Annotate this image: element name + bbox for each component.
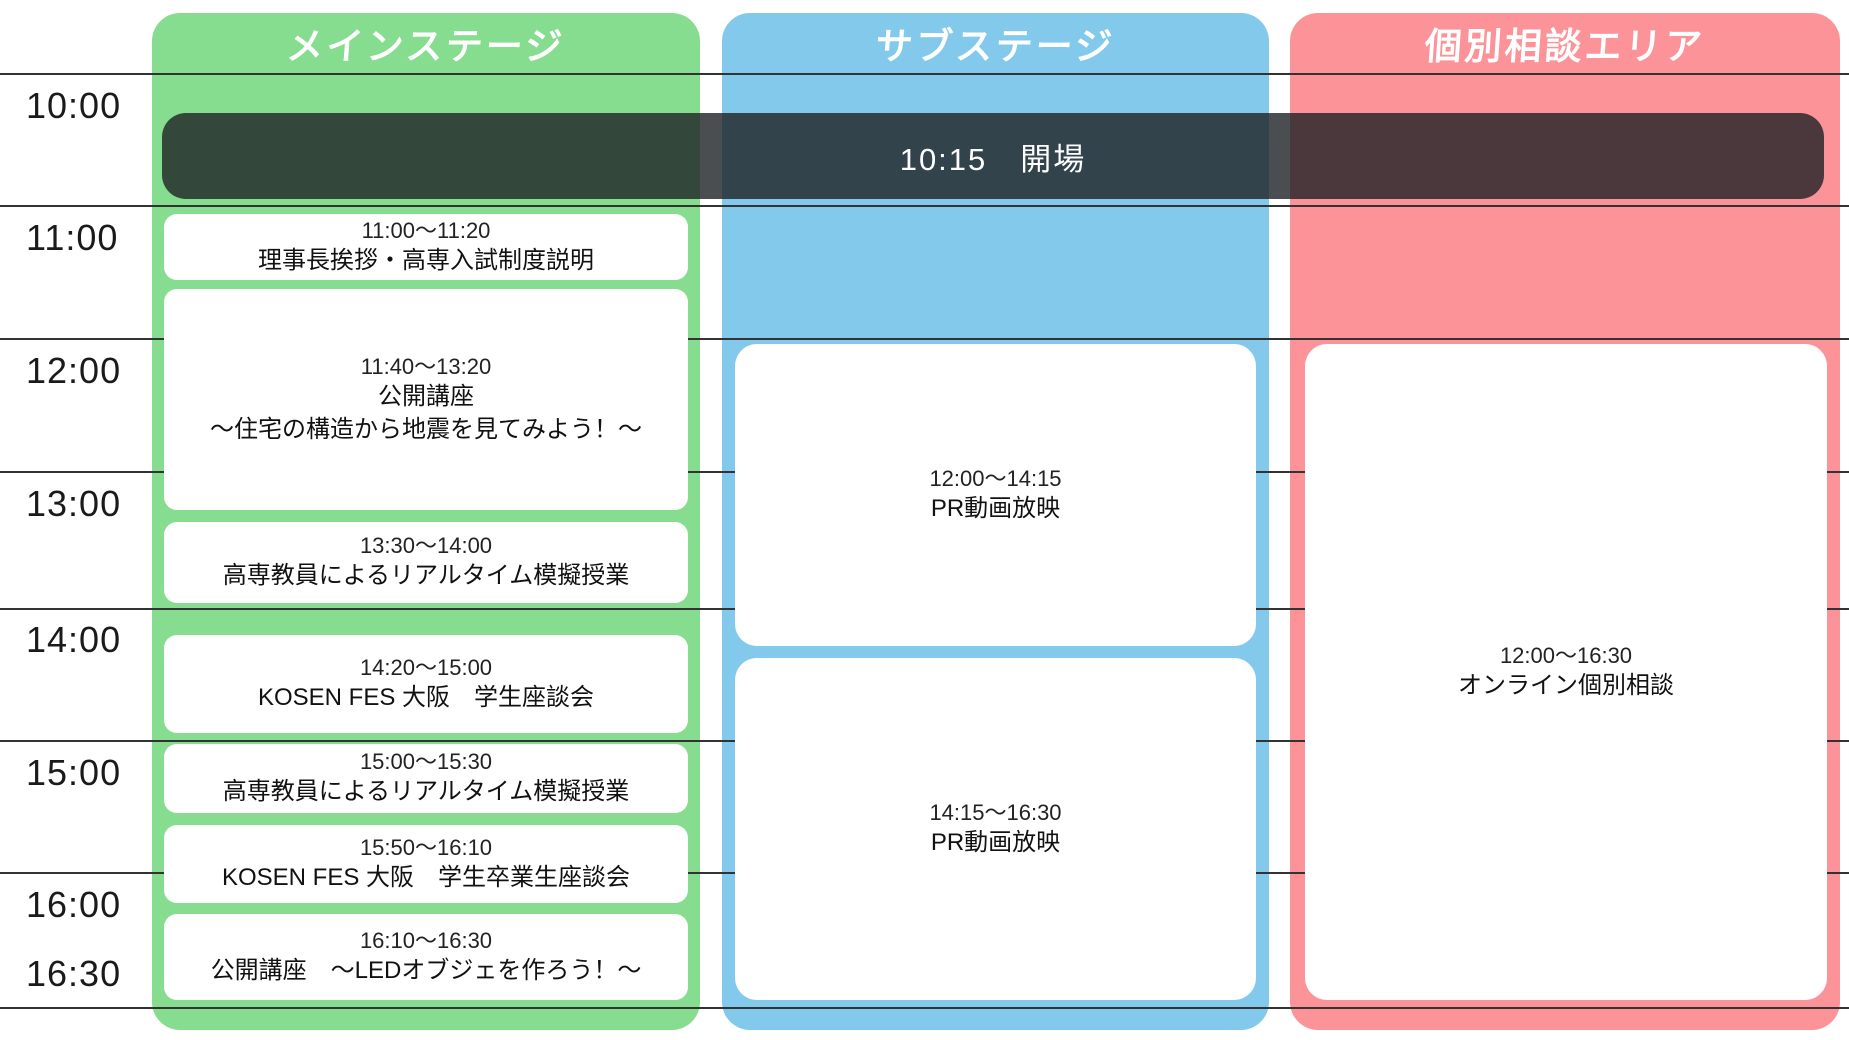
gridline-1200 (0, 338, 1849, 340)
event-title: 公開講座 〜LEDオブジェを作ろう！〜 (210, 956, 642, 984)
event-time: 11:40〜13:20 (360, 353, 492, 379)
event-time: 16:10〜16:30 (359, 927, 493, 953)
event-title: 理事長挨拶・高専入試制度説明 (258, 246, 594, 274)
event-title: PR動画放映 (930, 494, 1061, 522)
event-title: オンライン個別相談 (1458, 671, 1674, 699)
event-card-student-roundtable: 14:20〜15:00 KOSEN FES 大阪 学生座談会 (164, 635, 688, 733)
event-time: 14:15〜16:30 (929, 799, 1062, 825)
time-label-1500: 15:00 (26, 752, 122, 793)
opening-banner: 10:15 開場 (162, 113, 1824, 199)
event-card-mock-class-2: 15:00〜15:30 高専教員によるリアルタイム模擬授業 (164, 744, 688, 813)
event-title: 高専教員によるリアルタイム模擬授業 (222, 778, 630, 806)
time-label-1630: 16:30 (26, 953, 122, 994)
event-time: 11:00〜11:20 (361, 217, 491, 243)
event-time: 13:30〜14:00 (359, 533, 493, 558)
gridline-1100 (0, 205, 1849, 207)
event-time: 15:00〜15:30 (359, 749, 493, 774)
time-label-1100: 11:00 (26, 217, 119, 258)
column-header-consultation-area: 個別相談エリア (1423, 26, 1707, 67)
time-label-1600: 16:00 (26, 884, 122, 925)
event-card-open-lecture-earthquake: 11:40〜13:20 公開講座 〜住宅の構造から地震を見てみよう！〜 (164, 289, 688, 510)
event-time: 15:50〜16:10 (359, 834, 493, 860)
time-label-1000: 10:00 (26, 85, 122, 126)
event-time: 14:20〜15:00 (359, 654, 493, 680)
event-title: PR動画放映 (930, 828, 1061, 856)
gridline-1000 (0, 73, 1849, 75)
event-card-alumni-roundtable: 15:50〜16:10 KOSEN FES 大阪 学生卒業生座談会 (164, 825, 688, 903)
event-card-mock-class-1: 13:30〜14:00 高専教員によるリアルタイム模擬授業 (164, 522, 688, 603)
event-time: 12:00〜16:30 (1499, 642, 1633, 668)
event-title: 公開講座 (378, 382, 474, 410)
time-label-1400: 14:00 (26, 619, 122, 660)
time-label-1200: 12:00 (26, 350, 122, 391)
event-title: KOSEN FES 大阪 学生卒業生座談会 (221, 863, 631, 891)
event-card-online-consultation: 12:00〜16:30 オンライン個別相談 (1305, 344, 1827, 1000)
event-card-pr-video-1: 12:00〜14:15 PR動画放映 (735, 344, 1256, 646)
time-label-1300: 13:00 (26, 483, 122, 524)
event-title: 高専教員によるリアルタイム模擬授業 (222, 562, 630, 590)
event-card-led-lecture: 16:10〜16:30 公開講座 〜LEDオブジェを作ろう！〜 (164, 914, 688, 1000)
event-time: 12:00〜14:15 (929, 465, 1062, 491)
event-subtitle: 〜住宅の構造から地震を見てみよう！〜 (210, 415, 642, 443)
event-card-greeting: 11:00〜11:20 理事長挨拶・高専入試制度説明 (164, 214, 688, 280)
gridline-1630 (0, 1007, 1849, 1009)
column-header-sub-stage: サブステージ (874, 26, 1117, 67)
event-title: KOSEN FES 大阪 学生座談会 (257, 683, 595, 711)
event-card-pr-video-2: 14:15〜16:30 PR動画放映 (735, 658, 1256, 1000)
column-header-main-stage: メインステージ (285, 26, 567, 67)
opening-banner-label: 10:15 開場 (899, 141, 1087, 177)
